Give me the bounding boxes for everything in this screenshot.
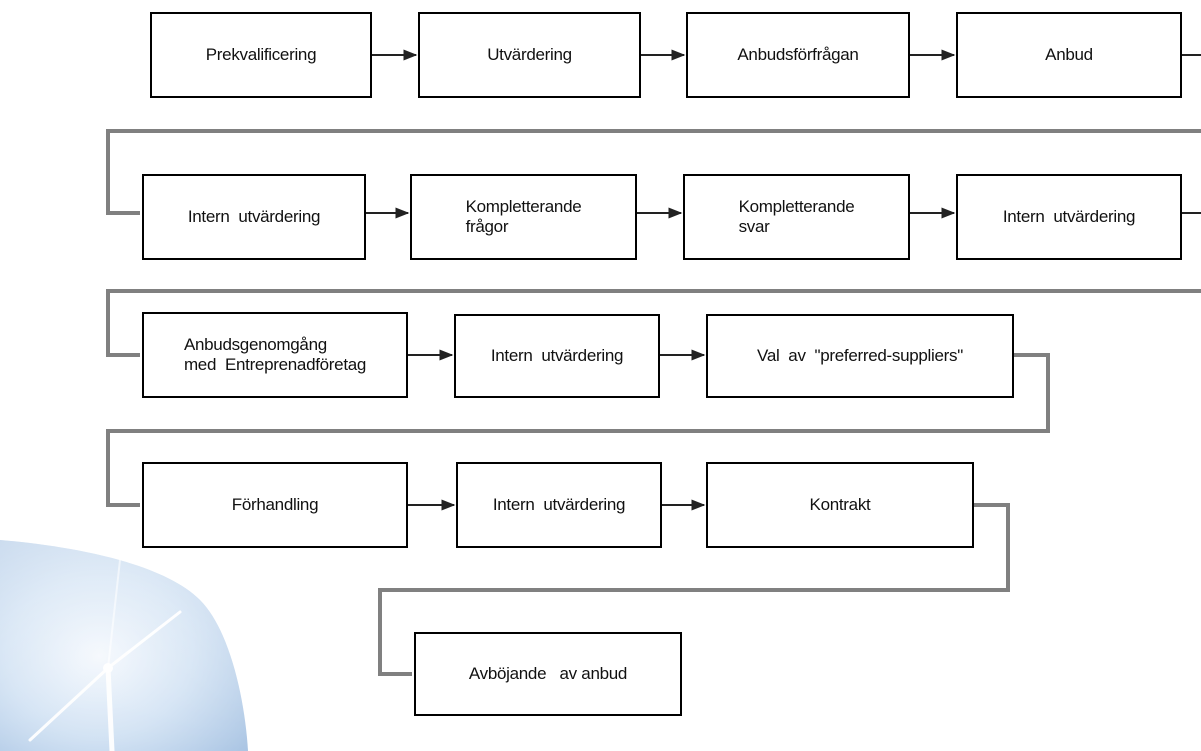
step-label: Kontrakt: [809, 495, 871, 514]
step-label: Utvärdering: [487, 45, 572, 64]
step-val-av-preferred-suppliers: Val av "preferred-suppliers": [706, 314, 1014, 398]
step-label: Intern utvärdering: [1002, 207, 1136, 226]
step-utvardering: Utvärdering: [418, 12, 641, 98]
step-label: Intern utvärdering: [187, 207, 321, 226]
step-anbudsgenomgang: Anbudsgenomgång med Entreprenadföretag: [142, 312, 408, 398]
step-kompletterande-svar: Kompletterande svar: [683, 174, 910, 260]
step-label: Anbudsgenomgång med Entreprenadföretag: [183, 335, 367, 374]
step-label: Intern utvärdering: [490, 346, 624, 365]
step-forhandling: Förhandling: [142, 462, 408, 548]
step-intern-utvardering-1: Intern utvärdering: [142, 174, 366, 260]
step-anbud: Anbud: [956, 12, 1182, 98]
step-intern-utvardering-2: Intern utvärdering: [956, 174, 1182, 260]
wrap-connector-2: [106, 289, 1201, 357]
step-intern-utvardering-4: Intern utvärdering: [456, 462, 662, 548]
wind-turbine-icon: [0, 540, 248, 751]
step-anbudsforfragan: Anbudsförfrågan: [686, 12, 910, 98]
step-kontrakt: Kontrakt: [706, 462, 974, 548]
wrap-connector-4: [378, 503, 1010, 676]
step-label: Avböjande av anbud: [468, 664, 628, 683]
step-label: Förhandling: [231, 495, 319, 514]
step-label: Intern utvärdering: [492, 495, 626, 514]
wrap-connector-3: [106, 353, 1050, 507]
wrap-connector-1: [106, 129, 1201, 215]
step-label: Anbudsförfrågan: [737, 45, 859, 64]
step-prekvalificering: Prekvalificering: [150, 12, 372, 98]
step-label: Prekvalificering: [205, 45, 317, 64]
step-label: Anbud: [1045, 45, 1093, 64]
step-label: Kompletterande frågor: [465, 197, 582, 236]
step-intern-utvardering-3: Intern utvärdering: [454, 314, 660, 398]
step-avbojande-av-anbud: Avböjande av anbud: [414, 632, 682, 716]
step-label: Kompletterande svar: [738, 197, 855, 236]
step-kompletterande-fragor: Kompletterande frågor: [410, 174, 637, 260]
step-label: Val av "preferred-suppliers": [757, 346, 963, 365]
